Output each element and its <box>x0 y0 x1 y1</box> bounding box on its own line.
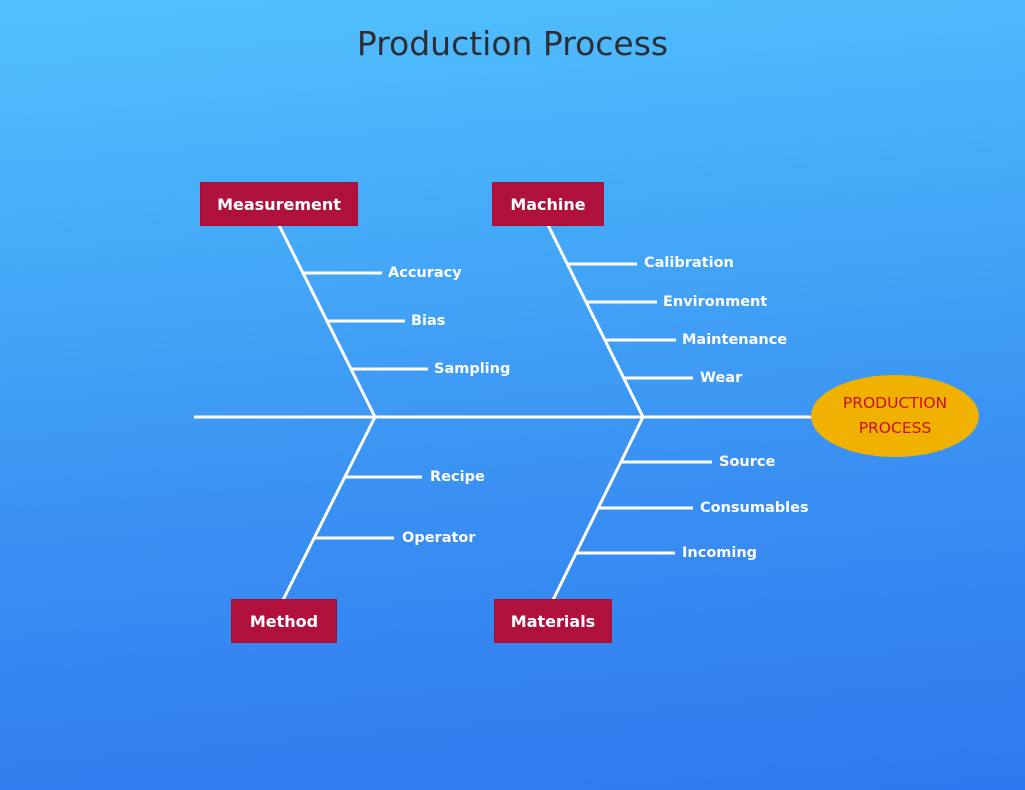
cause-label: Environment <box>663 294 768 310</box>
cause-label: Source <box>719 454 776 470</box>
category-method: Method <box>232 600 336 642</box>
effect-label-line1: PRODUCTION <box>842 394 948 412</box>
category-machine: Machine <box>493 183 603 225</box>
category-materials: Materials <box>495 600 611 642</box>
cause-label: Accuracy <box>388 265 462 281</box>
cause-label: Calibration <box>644 255 734 271</box>
cause-label: Wear <box>700 370 743 386</box>
diagram-title: Production Process <box>356 24 669 63</box>
category-label: Measurement <box>217 194 341 214</box>
effect-ellipse: PRODUCTION PROCESS <box>811 375 979 457</box>
cause-label: Bias <box>411 313 446 329</box>
machine-bone <box>546 224 645 418</box>
cause-label: Incoming <box>682 545 758 561</box>
cause-label: Maintenance <box>682 332 788 348</box>
cause-label: Sampling <box>434 361 511 377</box>
category-label: Method <box>249 611 319 631</box>
category-label: Machine <box>510 194 586 214</box>
cause-label: Recipe <box>430 469 485 485</box>
method-bone <box>281 416 377 601</box>
effect-label-line2: PROCESS <box>858 419 932 437</box>
measurement-bone <box>277 224 377 418</box>
category-label: Materials <box>510 611 596 631</box>
category-measurement: Measurement <box>201 183 357 225</box>
cause-label: Consumables <box>700 500 809 516</box>
cause-label: Operator <box>402 530 476 546</box>
